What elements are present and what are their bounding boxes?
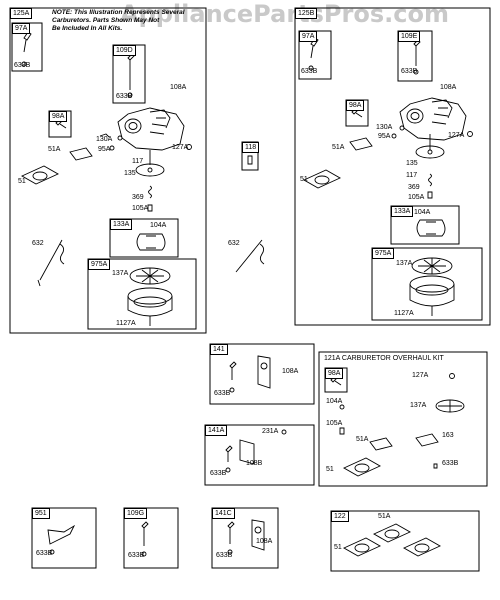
- part-label-108a: 108A: [282, 368, 299, 375]
- group-label-125a: 125A: [10, 8, 33, 19]
- part-label-633b: 633B: [14, 62, 31, 69]
- part-label-137a: 137A: [396, 260, 413, 267]
- part-label-633b: 633B: [216, 552, 233, 559]
- part-tag-109e: 109E: [398, 31, 421, 42]
- part-label-633b: 633B: [36, 550, 53, 557]
- part-tag-109d: 109D: [113, 45, 136, 56]
- part-label-95a: 95A: [98, 146, 111, 153]
- part-label-130a: 130A: [96, 136, 113, 143]
- part-label-117: 117: [406, 172, 418, 179]
- part-label-633b: 633B: [214, 390, 231, 397]
- part-tag-141a: 141A: [205, 425, 228, 436]
- part-label-108b: 108B: [246, 460, 263, 467]
- part-label-633b: 633B: [401, 68, 418, 75]
- part-label-137a: 137A: [410, 402, 427, 409]
- group-label-125b: 125B: [295, 8, 318, 19]
- part-label-130a: 130A: [376, 124, 393, 131]
- watermark: AppliancePartsPros.com: [120, 0, 449, 28]
- part-label-108a: 108A: [440, 84, 457, 91]
- part-tag-97a: 97A: [299, 31, 318, 42]
- part-label-1127a: 1127A: [116, 320, 136, 327]
- part-tag-133a: 133A: [391, 206, 414, 217]
- part-label-163: 163: [442, 432, 454, 439]
- part-tag-98a: 98A: [49, 111, 68, 122]
- part-label-51: 51: [326, 466, 334, 473]
- part-tag-97a: 97A: [12, 23, 31, 34]
- part-label-117: 117: [132, 158, 144, 165]
- note-line-2: Carburetors. Parts Shown May Not: [52, 17, 160, 24]
- frame-125b: [294, 7, 491, 326]
- part-tag-975a: 975A: [372, 248, 395, 259]
- part-label-105a: 105A: [132, 205, 149, 212]
- part-label-633b: 633B: [442, 460, 459, 467]
- part-label-127a: 127A: [448, 132, 465, 139]
- part-label-633b: 633B: [301, 68, 318, 75]
- part-label-633b: 633B: [116, 93, 133, 100]
- part-label-105a: 105A: [408, 194, 425, 201]
- part-tag-951: 951: [32, 508, 50, 519]
- part-label-632: 632: [228, 240, 240, 247]
- part-label-135: 135: [124, 170, 136, 177]
- part-label-108a: 108A: [256, 538, 273, 545]
- part-label-127a: 127A: [172, 144, 189, 151]
- part-label-108a: 108A: [170, 84, 187, 91]
- note-line-1: This Illustration Represents Several: [74, 9, 185, 16]
- part-label-137a: 137A: [112, 270, 129, 277]
- part-label-135: 135: [406, 160, 418, 167]
- part-label-51: 51: [334, 544, 342, 551]
- part-tag-98a: 98A: [325, 368, 344, 379]
- part-label-104a: 104A: [326, 398, 343, 405]
- part-tag-109g: 109G: [124, 508, 148, 519]
- part-label-105a: 105A: [326, 420, 343, 427]
- part-label-51a: 51A: [356, 436, 369, 443]
- part-label-51: 51: [18, 178, 26, 185]
- part-label-633b: 633B: [128, 552, 145, 559]
- kit-title: 121A CARBURETOR OVERHAUL KIT: [324, 355, 444, 362]
- part-label-51a: 51A: [48, 146, 61, 153]
- part-label-632: 632: [32, 240, 44, 247]
- part-label-127a: 127A: [412, 372, 429, 379]
- part-label-369: 369: [132, 194, 144, 201]
- part-tag-98a: 98A: [346, 100, 365, 111]
- part-label-231a: 231A: [262, 428, 279, 435]
- part-tag-118: 118: [242, 142, 260, 153]
- part-tag-141: 141: [210, 344, 228, 355]
- part-tag-141c: 141C: [212, 508, 235, 519]
- part-label-104a: 104A: [150, 222, 167, 229]
- part-tag-133a: 133A: [110, 219, 133, 230]
- part-label-633b: 633B: [210, 470, 227, 477]
- part-label-369: 369: [408, 184, 420, 191]
- part-label-95a: 95A: [378, 133, 391, 140]
- frame-125a: [9, 7, 207, 334]
- part-tag-975a: 975A: [88, 259, 111, 270]
- part-label-51a: 51A: [332, 144, 345, 151]
- note-text: NOTE: This Illustration Represents Sever…: [52, 9, 202, 33]
- note-line-3: Be Included In All Kits.: [52, 25, 123, 32]
- part-label-104a: 104A: [414, 209, 431, 216]
- part-label-51: 51: [300, 176, 308, 183]
- part-label-1127a: 1127A: [394, 310, 414, 317]
- part-label-51a: 51A: [378, 513, 391, 520]
- part-tag-122: 122: [331, 511, 349, 522]
- note-heading: NOTE:: [52, 9, 73, 16]
